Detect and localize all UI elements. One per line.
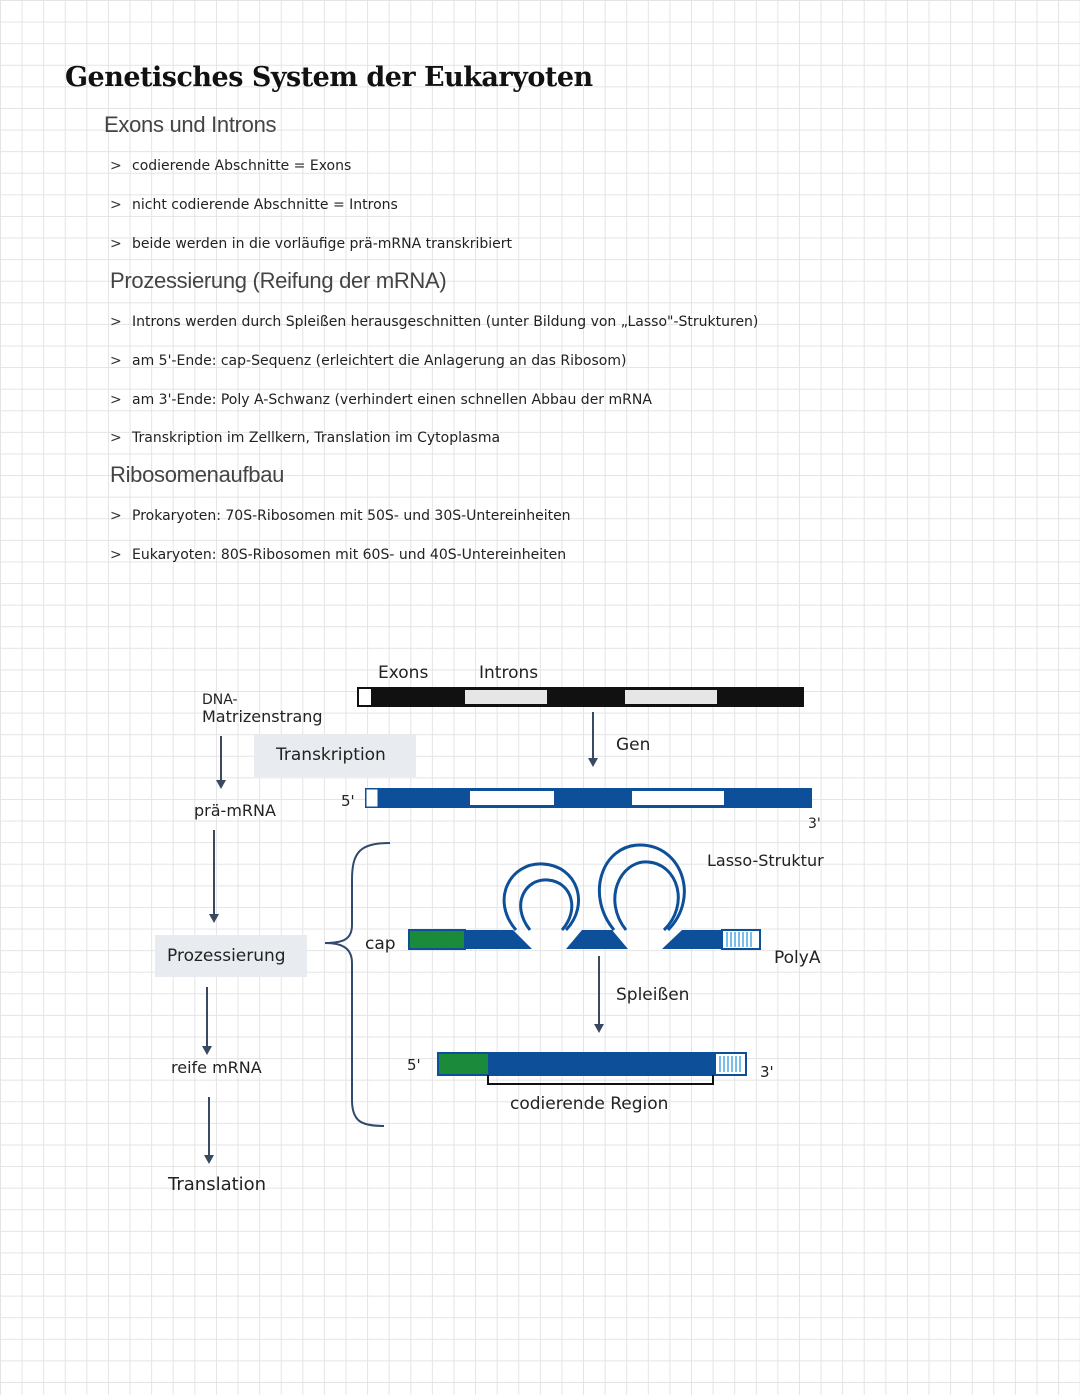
label-cap: cap [365,934,396,954]
section-heading-exons-introns: Exons und Introns [104,112,277,137]
flow-arrows [202,736,226,1164]
bullet-marker: > [110,353,122,369]
label-translation: Translation [168,1174,267,1195]
list-item: >nicht codierende Abschnitte = Introns [110,197,398,213]
section-heading-ribosomenaufbau: Ribosomenaufbau [110,462,285,487]
label-polya: PolyA [774,948,821,968]
label-transkription: Transkription [276,745,386,765]
label-exons: Exons [378,663,429,683]
lasso-loops [502,843,686,932]
label-pra-mrna: prä-mRNA [194,801,276,820]
bullet-marker: > [110,508,122,524]
transkription-highlight [254,735,416,777]
list-item: >am 5'-Ende: cap-Sequenz (erleichtert di… [110,353,627,369]
label-codierende-region: codierende Region [510,1094,669,1114]
processing-mrna [408,929,761,950]
label-introns: Introns [479,663,539,683]
label-dna-line2: Matrizenstrang [202,707,323,726]
label-reife-mrna: reife mRNA [171,1058,262,1077]
section-heading-prozessierung: Prozessierung (Reifung der mRNA) [110,268,447,293]
label-3prime-top: 3' [808,816,821,832]
curly-brace [324,842,391,1127]
label-3prime-bottom: 3' [760,1063,774,1081]
bullet-marker: > [110,236,122,252]
prozessierung-highlight [155,935,307,977]
list-item: >codierende Abschnitte = Exons [110,158,352,174]
label-lasso-struktur: Lasso-Struktur [707,851,824,870]
label-5prime-bottom: 5' [407,1056,421,1074]
label-spleissen: Spleißen [616,985,690,1005]
label-dna-line1: DNA- [202,692,238,708]
label-prozessierung: Prozessierung [167,946,286,966]
list-item: >beide werden in die vorläufige prä-mRNA… [110,236,513,252]
bullet-marker: > [110,197,122,213]
list-item: >Introns werden durch Spleißen herausges… [110,314,759,330]
page-title: Genetisches System der Eukaryoten [65,62,593,93]
bullet-marker: > [110,158,122,174]
list-item: >am 3'-Ende: Poly A-Schwanz (verhindert … [110,392,652,408]
list-item: >Transkription im Zellkern, Translation … [110,430,501,446]
bullet-marker: > [110,547,122,563]
list-item: >Prokaryoten: 70S-Ribosomen mit 50S- und… [110,508,571,524]
list-item: >Eukaryoten: 80S-Ribosomen mit 60S- und … [110,547,567,563]
bullet-marker: > [110,430,122,446]
dna-strand [357,687,804,707]
bullet-marker: > [110,314,122,330]
label-5prime-top: 5' [341,792,355,810]
pre-mrna-strand [365,788,812,808]
label-gen: Gen [616,735,651,755]
mature-mrna [437,1052,747,1085]
bullet-marker: > [110,392,122,408]
